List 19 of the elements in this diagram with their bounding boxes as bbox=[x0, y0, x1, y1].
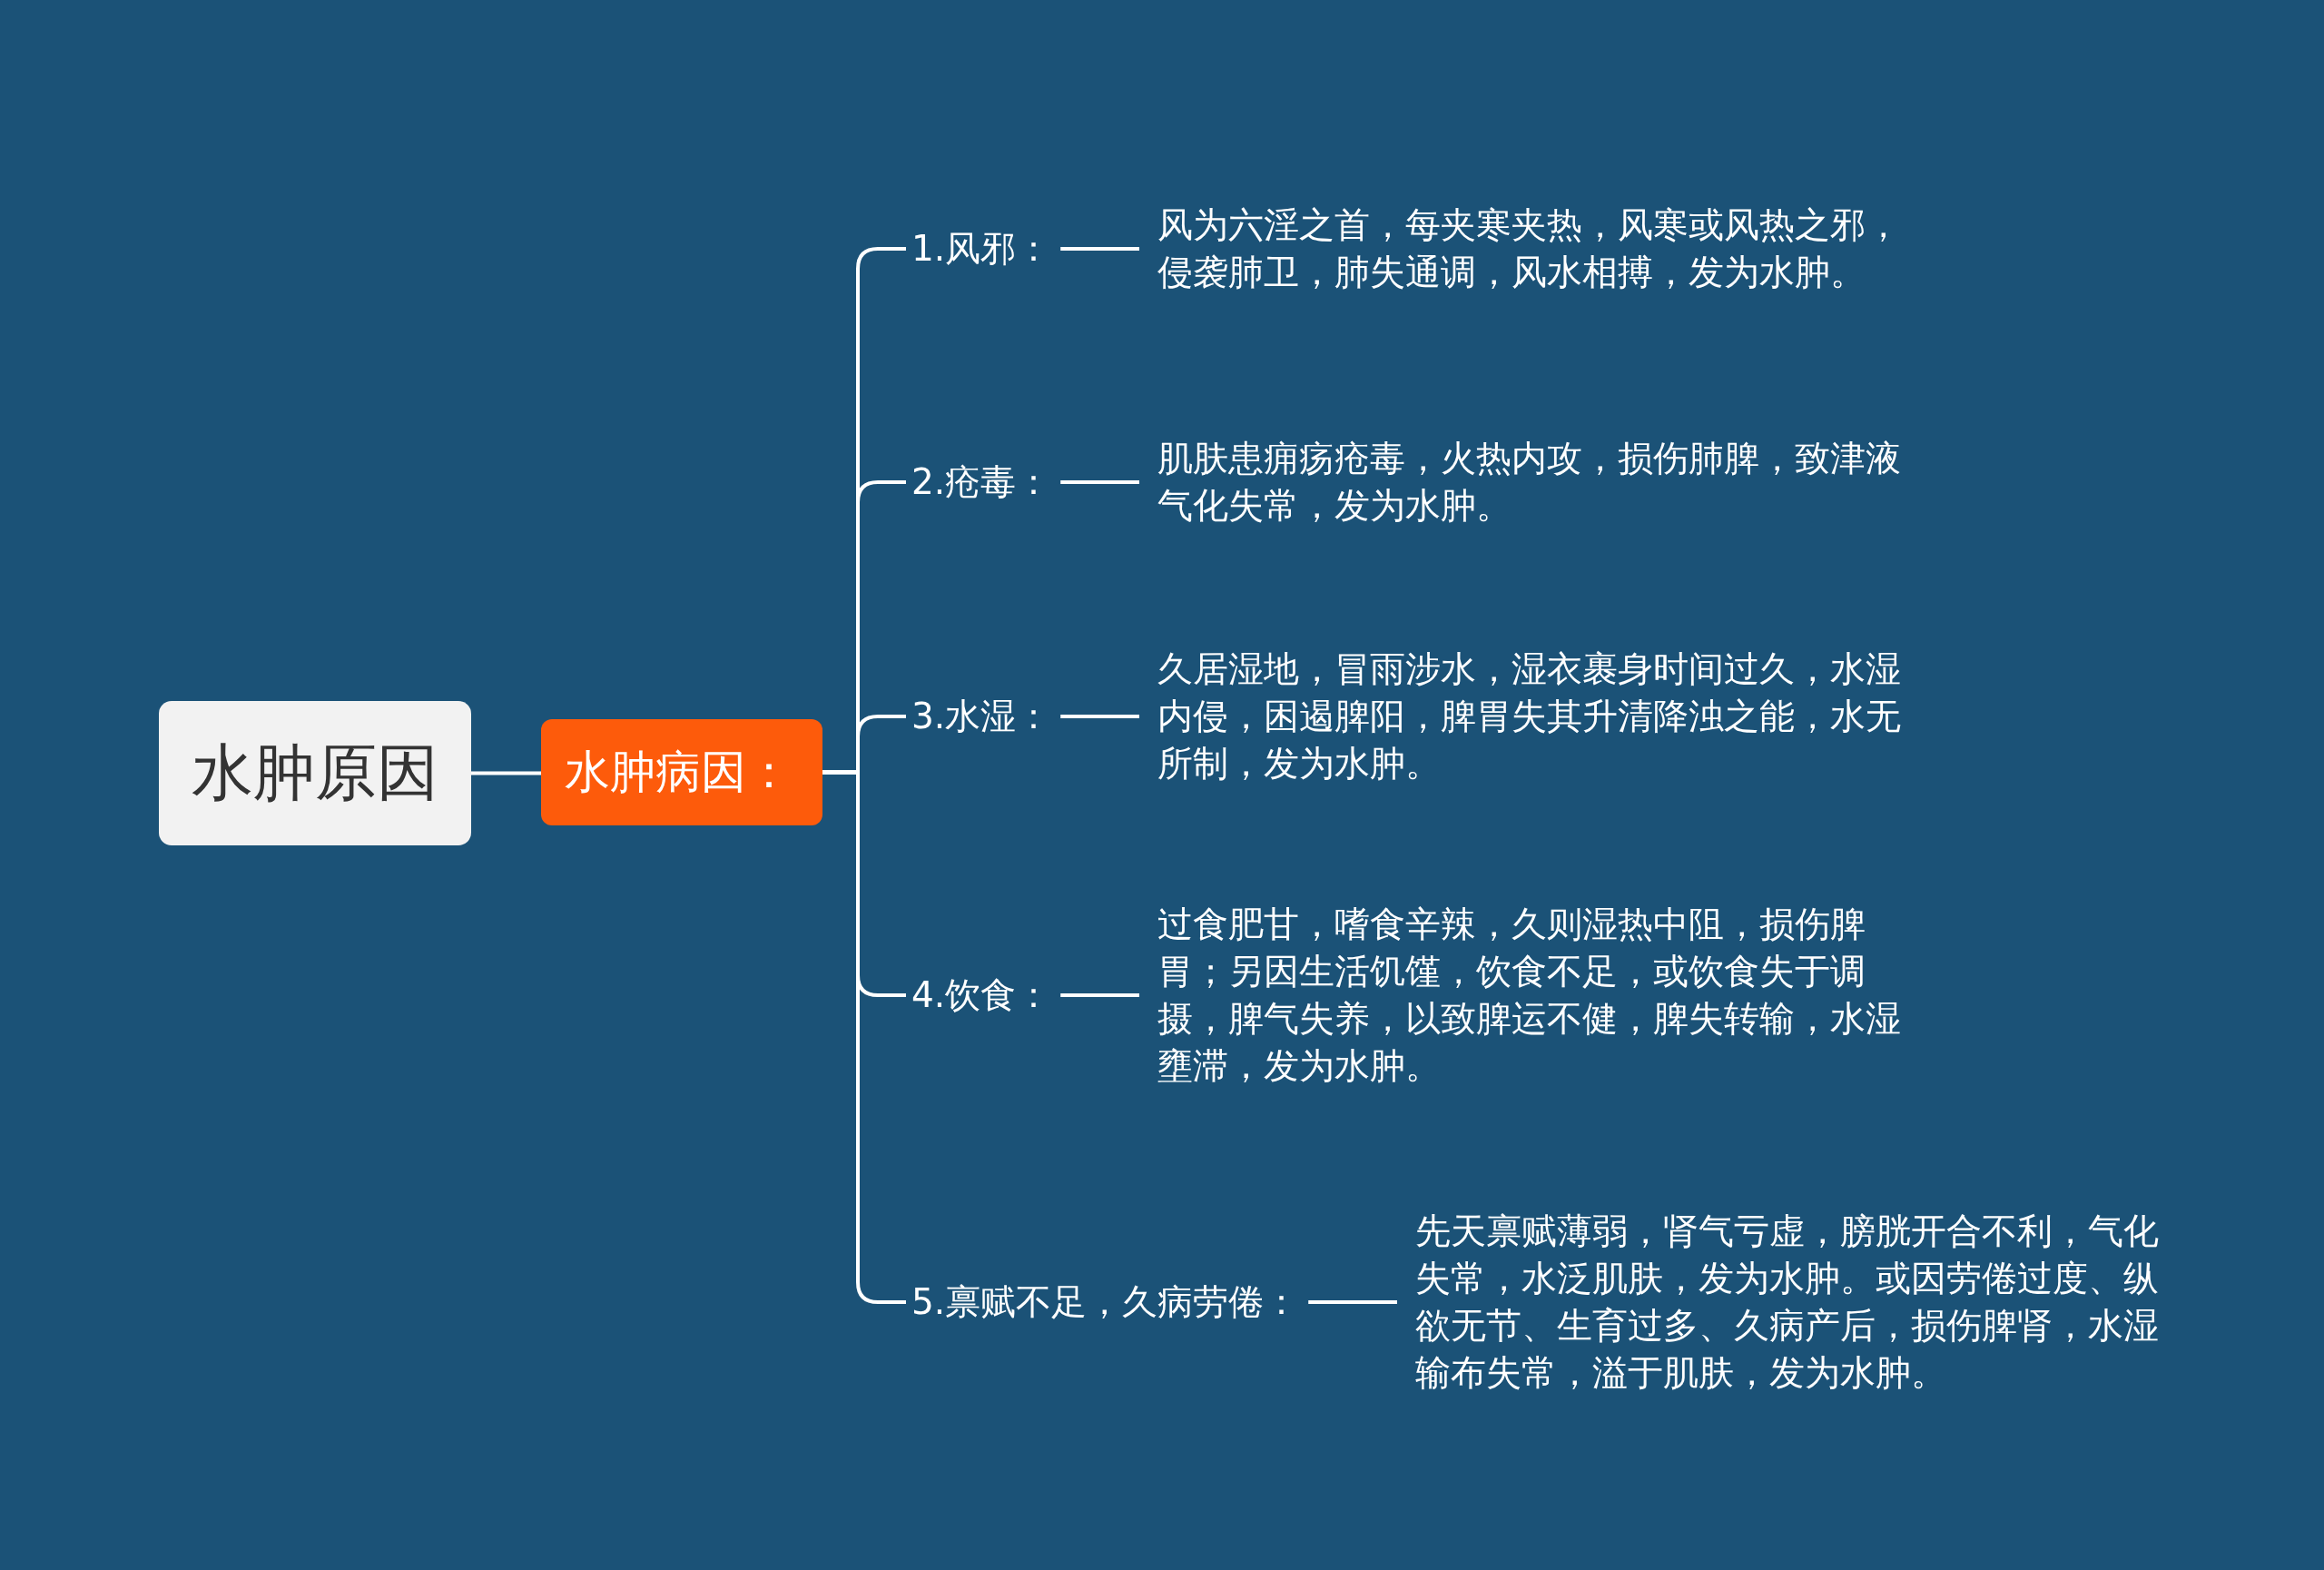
description-text: 久居湿地，冒雨涉水，湿衣裹身时间过久，水湿内侵，困遏脾阳，脾胃失其升清降浊之能，水无所制，发为水肿。 bbox=[1157, 646, 1911, 787]
connector-line bbox=[1060, 715, 1139, 718]
connector-line bbox=[1060, 480, 1139, 484]
description-text: 风为六淫之首，每夹寒夹热，风寒或风热之邪，侵袭肺卫，肺失通调，风水相搏，发为水肿。 bbox=[1157, 202, 1911, 296]
branch-label: 2.疮毒： bbox=[911, 459, 1052, 506]
branch-label: 4.饮食： bbox=[911, 972, 1052, 1019]
connector-line bbox=[1060, 993, 1139, 997]
description-text: 过食肥甘，嗜食辛辣，久则湿热中阻，损伤脾胃；另因生活饥馑，饮食不足，或饮食失于调摄，脾气失养，以致脾运不健，脾失转输，水湿壅滞，发为水肿。 bbox=[1157, 901, 1911, 1090]
connector-line bbox=[471, 771, 541, 775]
category-box: 水肿病因： bbox=[541, 719, 822, 825]
description-text: 肌肤患痈疡疮毒，火热内攻，损伤肺脾，致津液气化失常，发为水肿。 bbox=[1157, 435, 1911, 529]
root-box: 水肿原因 bbox=[159, 701, 471, 845]
connector-line bbox=[1308, 1300, 1397, 1304]
branch-label: 5.禀赋不足，久病劳倦： bbox=[911, 1279, 1300, 1326]
connector-line bbox=[1060, 247, 1139, 251]
branch-label: 3.水湿： bbox=[911, 693, 1052, 740]
connector-line bbox=[822, 770, 906, 1304]
description-text: 先天禀赋薄弱，肾气亏虚，膀胱开合不利，气化失常，水泛肌肤，发为水肿。或因劳倦过度、纵欲无节、生育过多、久病产后，损伤脾肾，水湿输布失常，溢于肌肤，发为水肿。 bbox=[1415, 1208, 2169, 1397]
branch-label: 1.风邪： bbox=[911, 225, 1052, 272]
